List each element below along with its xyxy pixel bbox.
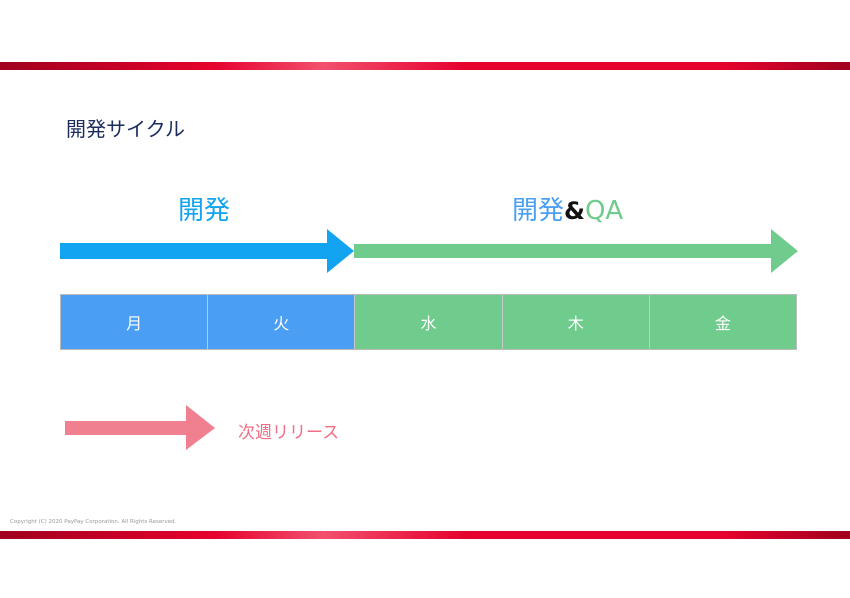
bottom-bar xyxy=(0,531,850,539)
devqa-arrow xyxy=(354,229,798,273)
top-bar xyxy=(0,62,850,70)
devqa-dev: 開発 xyxy=(512,196,565,226)
dev-arrow xyxy=(60,229,354,273)
day-thu: 木 xyxy=(502,295,650,349)
day-fri: 金 xyxy=(649,295,797,349)
phase-devqa-label: 開発&QA xyxy=(512,190,623,227)
release-label: 次週リリース xyxy=(238,423,340,443)
day-tue: 火 xyxy=(208,295,356,349)
page-title: 開発サイクル xyxy=(66,117,185,141)
weekday-row: 月 火 水 木 金 xyxy=(60,294,797,350)
release-arrow xyxy=(65,405,215,450)
devqa-qa: QA xyxy=(584,196,624,226)
day-wed: 水 xyxy=(355,295,503,349)
phase-dev-label: 開発 xyxy=(178,196,231,226)
copyright: Copyright (C) 2020 PayPay Corporation. A… xyxy=(10,519,177,525)
devqa-amp: & xyxy=(564,197,585,225)
day-mon: 月 xyxy=(61,295,209,349)
